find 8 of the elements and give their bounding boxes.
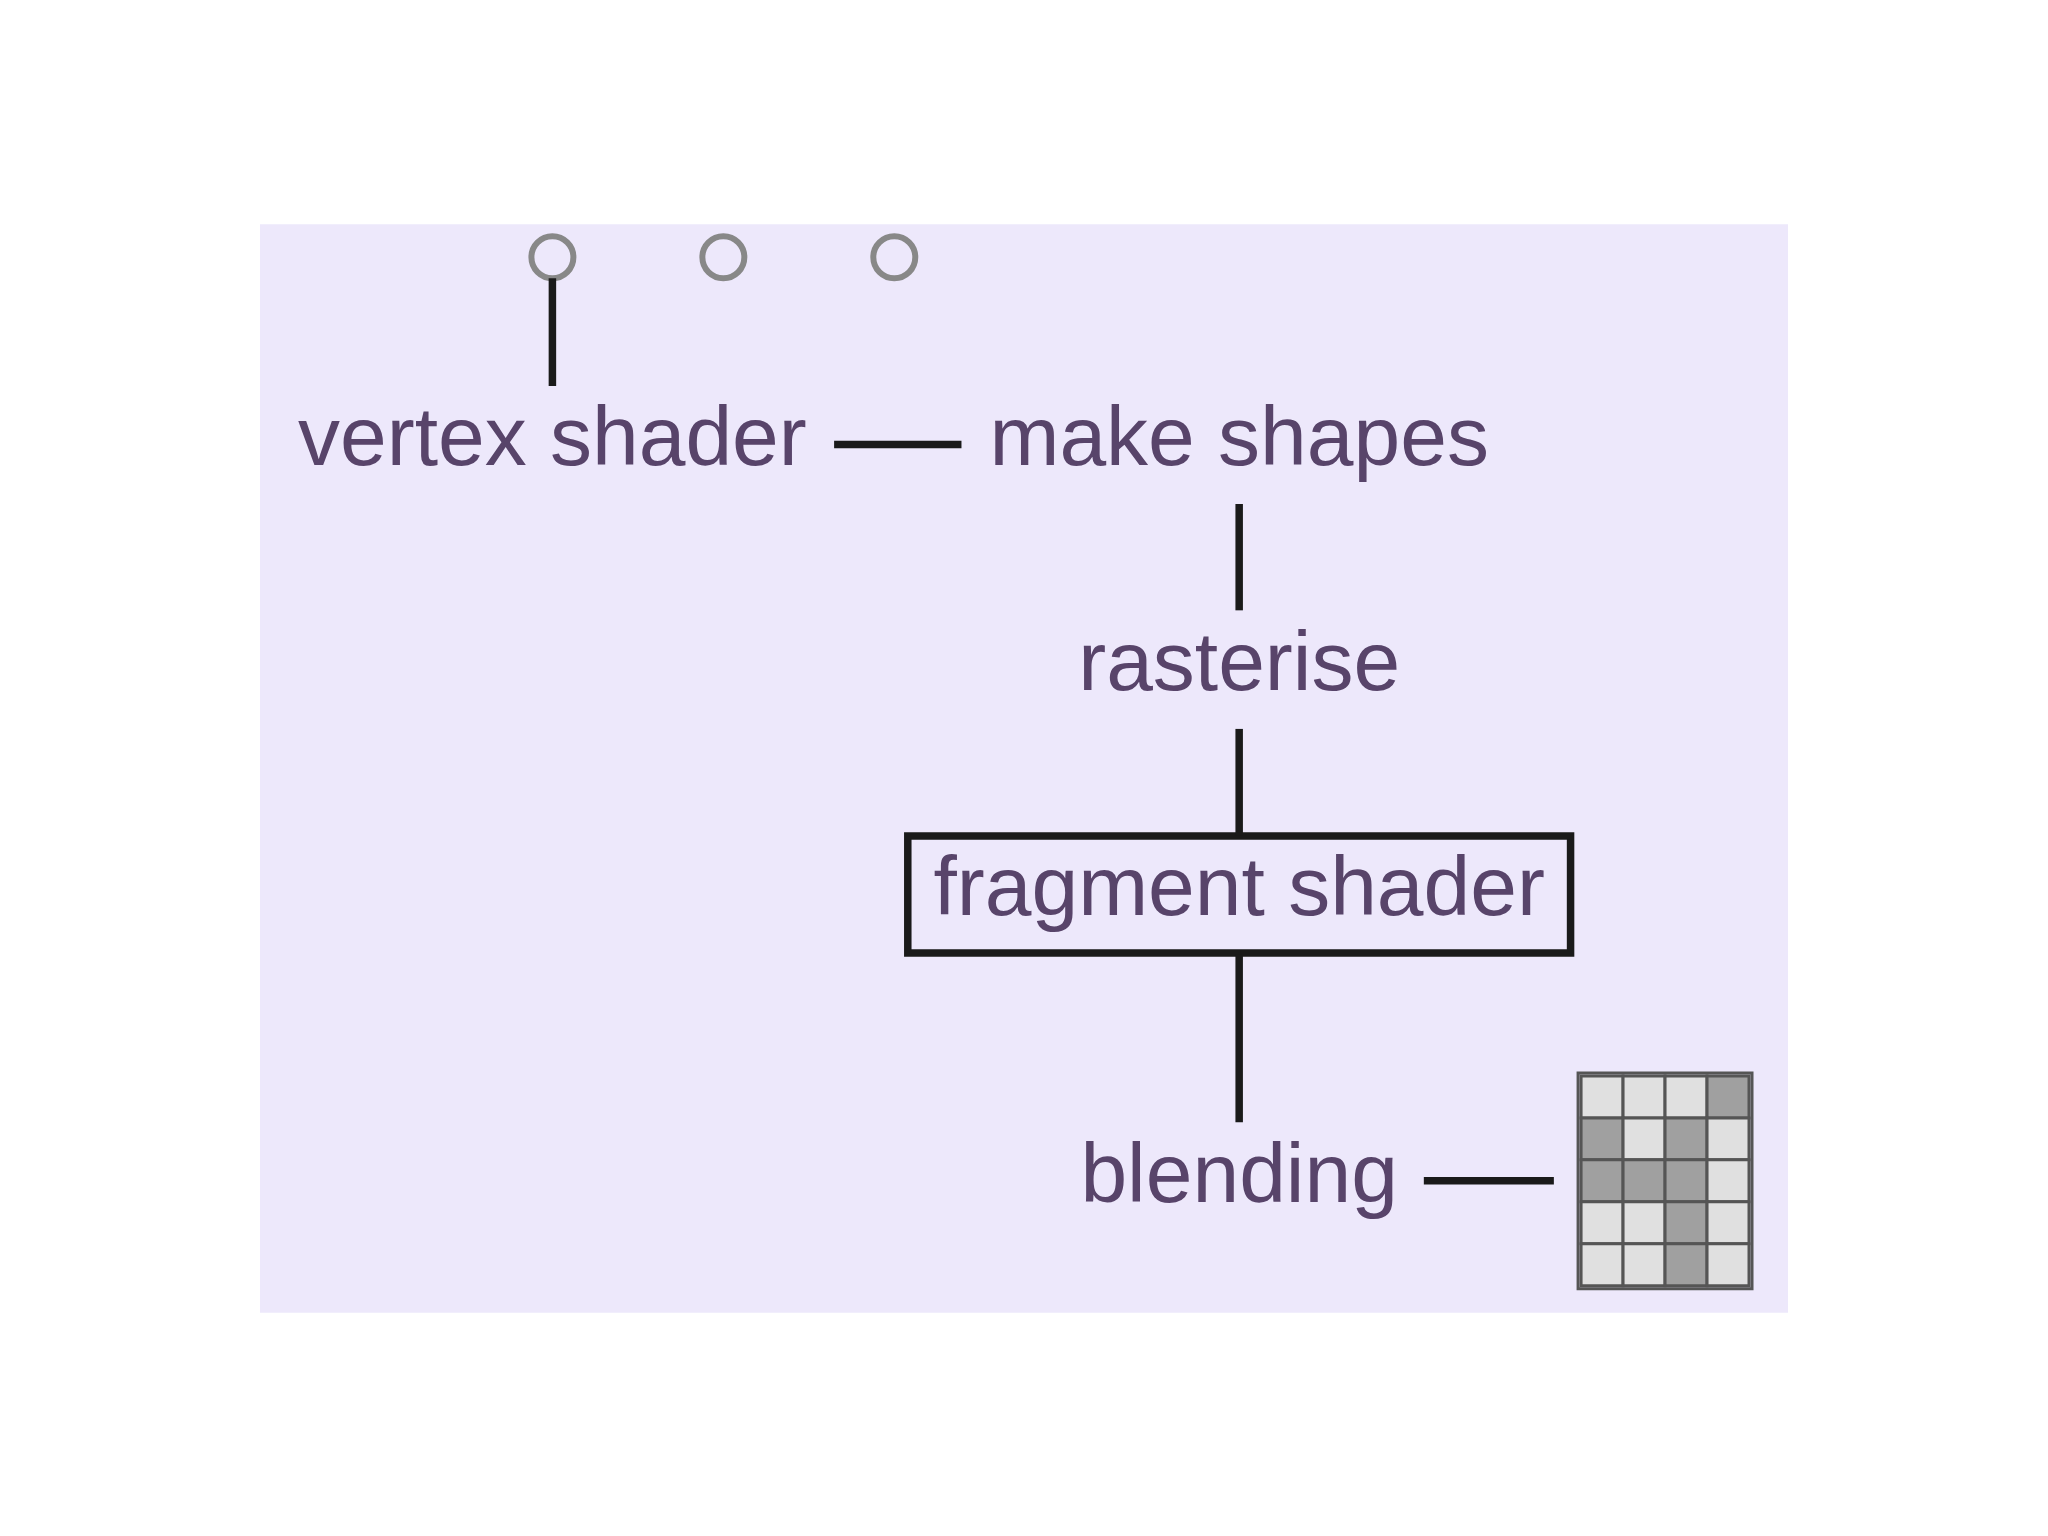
node-circle [528,232,577,281]
node-text: make shapes [989,388,1489,483]
node-circle [870,232,919,281]
node-text: blending [1080,1125,1398,1220]
node-text: vertex shader [298,388,807,483]
node-text: rasterise [1078,613,1401,708]
node-box: fragment shader [904,831,1575,957]
node-circle [699,232,748,281]
